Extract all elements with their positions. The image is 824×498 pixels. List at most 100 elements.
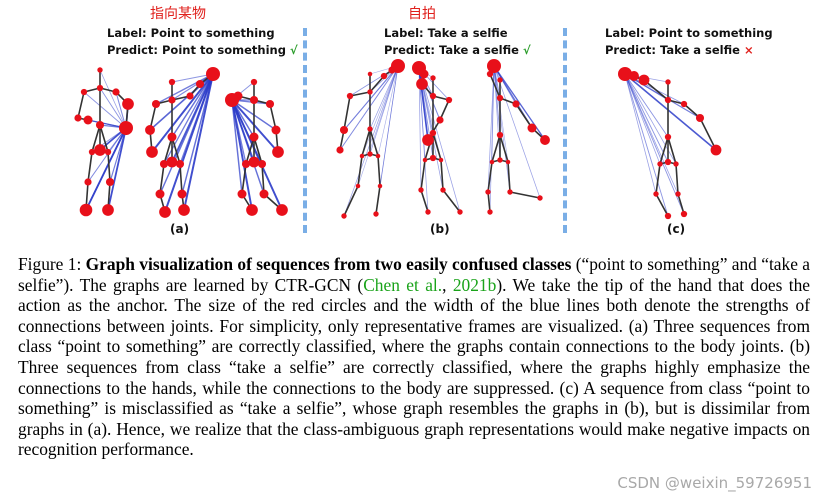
check-mark-icon: √ [522,43,531,57]
panel-b-sublabel: (b) [430,222,450,236]
joint-circle [151,99,161,109]
joint-circle [145,125,155,135]
graph-edge [487,65,495,193]
joint-circle [341,213,347,219]
caption-text-1: (“point to something” and “take a selfie… [18,254,810,295]
joint-circle [271,125,281,135]
joint-circle [146,146,158,158]
graph-edge [85,127,127,211]
joint-circle [367,89,373,95]
panel-b-predict: Predict: Take a selfie √ [384,43,531,57]
bone [442,189,461,213]
joint-circle [664,133,672,141]
graph-edge [159,73,214,195]
joint-circle [540,135,550,145]
citation-year-link[interactable]: 2021b [452,274,497,295]
graph-edge [339,65,399,151]
joint-circle [710,144,722,156]
graph-edge [493,65,511,193]
joint-circle [237,189,247,199]
joint-circle [537,195,543,201]
bone [667,136,677,165]
joint-circle [248,156,260,168]
joint-circle [155,189,165,199]
bone [159,163,165,195]
joint-circle [178,204,190,216]
joint-circle [241,159,251,169]
joint-circle [429,129,437,137]
figure: 指向某物 自拍 Label: Point to something Predic… [74,6,773,236]
joint-circle [74,114,82,122]
joint-circle [418,187,424,193]
graph-edge [99,87,127,129]
joint-circle [416,78,428,90]
joint-circle [250,78,258,86]
graph-edge [493,65,541,199]
separator-a-b [303,28,307,233]
joint-circle [497,157,503,163]
joint-circle [496,94,504,102]
annotation-point-to-something: 指向某物 [150,6,206,22]
bone [99,124,109,153]
joint-circle [249,132,259,142]
joint-circle [167,132,177,142]
joint-circle [276,204,288,216]
joint-circle [527,123,537,133]
bone [261,163,265,195]
joint-circle [88,148,96,156]
bone [491,134,501,163]
separator-b-c [563,28,567,233]
joint-circle [505,159,511,165]
graph-edge [231,99,243,195]
bone [245,136,255,165]
joint-circle [430,75,436,81]
joint-circle [440,187,446,193]
watermark: CSDN @weixin_59726951 [617,474,812,492]
bone [499,134,509,163]
bone [509,191,541,199]
caption-text-2: ). We take the tip of the hand that does… [18,274,810,460]
bone [507,161,511,193]
bone [369,128,379,157]
joint-circle [94,144,106,156]
joint-circle [166,156,178,168]
bone [163,136,173,165]
joint-circle [112,88,120,96]
bone [377,155,381,187]
bone [675,163,679,195]
citation-author-link[interactable]: Chen et al. [363,274,443,295]
graph-edge [83,91,127,129]
graph-edge [107,127,127,211]
bone [241,163,247,195]
panel-c-label: Label: Point to something [605,26,773,40]
joint-circle [638,74,650,86]
joint-circle [445,96,453,104]
joint-circle [487,209,493,215]
joint-circle [359,153,365,159]
bone [87,151,93,183]
joint-circle [265,99,275,109]
bone [489,73,501,99]
graph-edge [369,65,399,130]
graph-edge [418,67,461,213]
bone [655,163,661,195]
joint-circle [377,183,383,189]
joint-circle [257,159,267,169]
joint-circle [653,191,659,197]
graph-edge [343,65,399,217]
joint-circle [664,212,672,220]
joint-circle [84,178,92,186]
graph-edge [379,65,399,187]
graph-edge [493,65,509,163]
skeleton-graphs [74,59,722,220]
joint-circle [177,189,187,199]
bone [369,75,385,93]
joint-circle [422,157,428,163]
joint-circle [429,154,437,162]
panel-a-sublabel: (a) [170,222,190,236]
panel-c-sublabel: (c) [667,222,686,236]
joint-circle [346,92,354,100]
graph-edge [99,69,127,129]
joint-circle [104,148,112,156]
bone [440,159,444,191]
